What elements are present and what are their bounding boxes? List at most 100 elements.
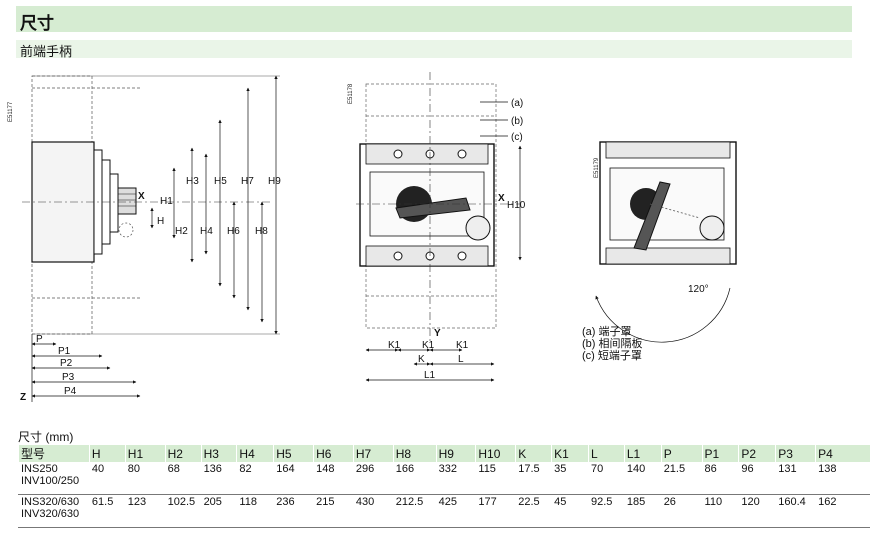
- table-cell: 120: [738, 494, 776, 528]
- col-header: H1: [124, 445, 166, 462]
- table-cell: 21.5: [660, 462, 703, 495]
- table-cell: 430: [352, 494, 394, 528]
- dim-H3: H3: [186, 176, 199, 187]
- col-header: H10: [475, 445, 516, 462]
- figure2-code: E51178: [348, 83, 354, 104]
- dim-K1-c: K1: [456, 340, 469, 351]
- callout-b: (b): [511, 116, 523, 127]
- figure-handle-rotation: E51179 120°: [594, 141, 737, 343]
- table-cell: 166: [392, 462, 437, 495]
- figure1-code: E51177: [8, 101, 14, 122]
- table-cell: 136: [200, 462, 237, 495]
- table-cell: 110: [701, 494, 739, 528]
- col-header: H6: [313, 445, 354, 462]
- dim-K1-b: K1: [422, 340, 435, 351]
- legend-item-a: (a) 端子罩: [582, 326, 632, 338]
- dim-L: L: [458, 354, 464, 365]
- dim-P: P: [36, 334, 43, 345]
- legend-item-b: (b) 相间隔板: [582, 338, 643, 350]
- dim-H10: H10: [507, 200, 526, 211]
- model-name: INV320/630: [21, 508, 80, 520]
- col-header: K: [515, 445, 552, 462]
- col-header: P3: [775, 445, 816, 462]
- table-cell: 162: [815, 494, 870, 528]
- legend-item-c: (c) 短端子罩: [582, 350, 642, 362]
- table-cell: 332: [435, 462, 476, 495]
- table-cell: 82: [236, 462, 274, 495]
- col-header: K1: [551, 445, 589, 462]
- col-header: P2: [738, 445, 776, 462]
- figure-front-view: E51178 X H10 Y (a) (b) (c): [348, 72, 526, 382]
- table-cell: 61.5: [88, 494, 126, 528]
- dim-H9: H9: [268, 176, 281, 187]
- table-cell: 296: [352, 462, 394, 495]
- col-header: H2: [164, 445, 202, 462]
- dim-H: H: [157, 216, 164, 227]
- dim-P2: P2: [60, 358, 73, 369]
- dim-H2: H2: [175, 226, 188, 237]
- col-header: H7: [352, 445, 394, 462]
- col-header: H9: [435, 445, 476, 462]
- subtitle-bar: 前端手柄: [16, 40, 852, 59]
- table-cell: 140: [623, 462, 662, 495]
- legend: (a) 端子罩 (b) 相间隔板 (c) 短端子罩: [582, 326, 643, 362]
- table-cell: 212.5: [392, 494, 437, 528]
- dim-K: K: [418, 354, 425, 365]
- table-cell: 26: [660, 494, 703, 528]
- col-header: H3: [200, 445, 237, 462]
- table-cell: 68: [164, 462, 202, 495]
- dim-K1-a: K1: [388, 340, 401, 351]
- col-header: H4: [236, 445, 274, 462]
- model-name: INS250: [21, 463, 58, 475]
- table-cell: 177: [475, 494, 516, 528]
- table-cell: 102.5: [164, 494, 202, 528]
- table-cell: 115: [475, 462, 516, 495]
- dim-P1: P1: [58, 346, 71, 357]
- section-subtitle: 前端手柄: [20, 44, 73, 59]
- table-cell: 215: [313, 494, 354, 528]
- col-header: H8: [392, 445, 437, 462]
- dim-L1: L1: [424, 370, 436, 381]
- title-bar: 尺寸: [16, 6, 852, 33]
- table-caption: 尺寸 (mm): [18, 430, 74, 444]
- col-header: H: [88, 445, 126, 462]
- table-cell: 138: [815, 462, 870, 495]
- table-cell: 40: [88, 462, 126, 495]
- col-header: P1: [701, 445, 739, 462]
- table-row: INS250 INV100/250 40 80 68 136 82 164 14…: [18, 462, 870, 495]
- model-cell: INS320/630 INV320/630: [18, 494, 90, 528]
- page-title: 尺寸: [20, 14, 54, 33]
- table-cell: 86: [701, 462, 739, 495]
- fig2-y-label: Y: [434, 328, 441, 339]
- dim-H6: H6: [227, 226, 240, 237]
- figure-side-view: E51177 X H: [8, 75, 281, 403]
- col-header: L: [587, 445, 625, 462]
- model-cell: INS250 INV100/250: [18, 462, 90, 495]
- table-cell: 118: [236, 494, 274, 528]
- table-header-row: 型号 H H1 H2 H3 H4 H5 H6 H7 H8 H9 H10 K K1…: [18, 445, 870, 462]
- table-cell: 164: [273, 462, 314, 495]
- technical-drawings: E51177 X H: [8, 72, 737, 403]
- fig1-x-label: X: [138, 191, 145, 202]
- table-cell: 17.5: [515, 462, 552, 495]
- col-header: L1: [623, 445, 662, 462]
- table-cell: 70: [587, 462, 625, 495]
- dim-H4: H4: [200, 226, 213, 237]
- table-cell: 45: [551, 494, 589, 528]
- dim-P3: P3: [62, 372, 75, 383]
- dimensions-table: 型号 H H1 H2 H3 H4 H5 H6 H7 H8 H9 H10 K K1…: [18, 445, 870, 528]
- table-cell: 160.4: [775, 494, 816, 528]
- table-cell: 148: [313, 462, 354, 495]
- table-cell: 185: [623, 494, 662, 528]
- col-header: 型号: [18, 445, 90, 462]
- col-header: H5: [273, 445, 314, 462]
- table-cell: 123: [124, 494, 166, 528]
- table-row: INS320/630 INV320/630 61.5 123 102.5 205…: [18, 494, 870, 528]
- table-cell: 131: [775, 462, 816, 495]
- table-cell: 22.5: [515, 494, 552, 528]
- dim-H1: H1: [160, 196, 173, 207]
- dim-H8: H8: [255, 226, 268, 237]
- table-cell: 92.5: [587, 494, 625, 528]
- table-cell: 96: [738, 462, 776, 495]
- table-cell: 205: [200, 494, 237, 528]
